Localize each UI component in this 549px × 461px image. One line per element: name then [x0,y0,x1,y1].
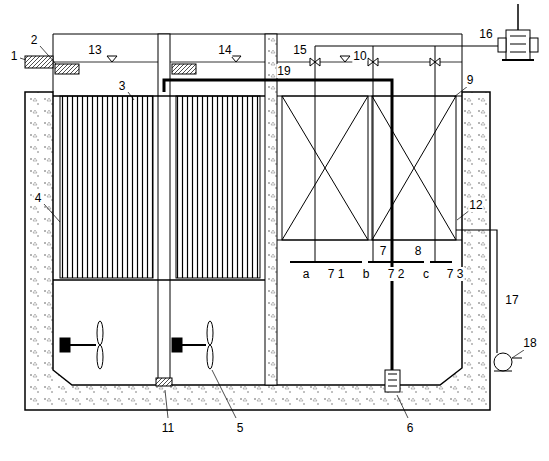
mixer-blade [97,321,103,345]
packing-block [282,96,368,240]
callout-number: 13 [87,43,102,57]
outlet-pipe [25,56,53,68]
callout-number: 9 [466,73,475,87]
callout-number: 2 [30,33,39,47]
callout-number: 6 [406,421,415,435]
drawing-stroke [498,38,506,52]
mixer-motor [172,338,182,352]
drawing-stroke [530,38,538,52]
drawing-stroke [282,96,368,240]
drawing-stroke [315,46,316,262]
mixer-blade [97,345,103,369]
callout-number: 14 [217,43,232,57]
callout-number: 7 2 [387,267,406,281]
callout-number: b [362,267,371,281]
drawing-stroke [44,204,60,222]
drawing-stroke [70,344,96,346]
return-pipe [164,80,392,372]
mixer-blade [207,345,213,369]
callout-number: 7 1 [327,267,346,281]
drawing-stroke [53,62,462,63]
drawing-stroke [53,279,265,281]
tank [20,4,538,418]
collection-trough [55,64,79,74]
callout-number: 19 [276,64,291,78]
drawing-stroke [510,36,526,52]
submersible-pump [385,370,400,392]
drawing-stroke [502,59,534,61]
drawing-stroke [165,390,168,418]
drawing-stroke [388,374,397,386]
drawing-stroke [212,370,236,418]
callout-number: 5 [236,421,245,435]
collection-trough [172,64,196,74]
membrane-module [176,96,260,278]
drawing-stroke [512,350,524,358]
callout-number: 4 [34,191,43,205]
drawing-stroke [372,96,456,240]
pump-18 [494,353,512,371]
partition-wall [265,34,277,385]
diffuser-pipe [290,261,452,263]
drawing-stroke [397,395,408,418]
callout-number: 17 [504,293,519,307]
drawing-stroke [40,46,56,64]
drawing-stroke [462,34,463,92]
drawing-stroke [494,358,522,371]
membrane-module [60,96,153,278]
drawing-stroke [182,344,206,346]
callout-number: a [302,267,311,281]
callout-number: 18 [522,336,537,350]
drawing-stroke [517,4,519,30]
callout-number: 3 [118,79,127,93]
callout-number: c [422,267,430,281]
callout-number: 11 [161,421,175,435]
mixer-motor [60,338,70,352]
drawing-stroke [373,46,374,262]
drawing-stroke [53,95,265,97]
callout-number: 15 [292,43,307,57]
suction-pipe [456,230,497,353]
leader-line [20,46,524,418]
drawing-stroke [435,46,436,262]
drawing-stroke [53,34,462,35]
callout-number: 16 [478,27,493,41]
packing-block [372,96,456,240]
callout-number: 12 [468,198,483,212]
callout-number: 8 [414,244,423,258]
drain-outlet [156,378,172,386]
drawing-stroke [128,92,134,100]
air-header [315,45,498,46]
drawing-stroke [454,86,468,97]
mixer-blade [207,321,213,345]
drawing-stroke [20,58,26,60]
blower [506,30,530,60]
valve-symbol [310,58,440,66]
callout-number: 7 [379,244,388,258]
concrete-shell [25,92,490,410]
callout-number: 10 [352,49,367,63]
callout-number: 7 3 [446,267,465,281]
callout-number: 1 [10,49,19,63]
